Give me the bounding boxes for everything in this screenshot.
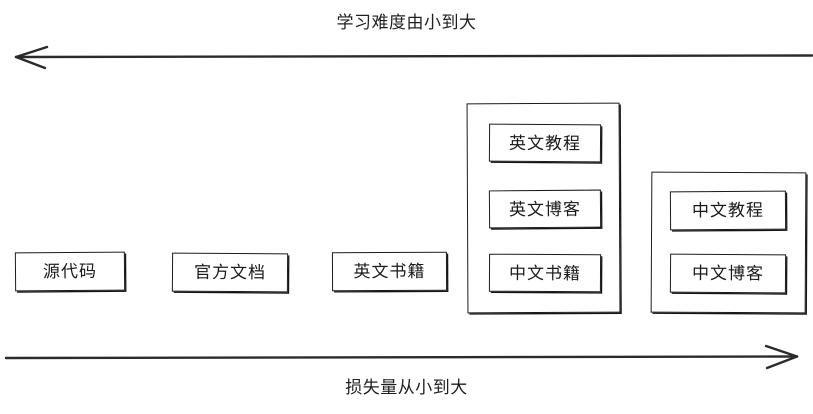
node-chinese-tutorial[interactable]: 中文教程 xyxy=(669,190,787,231)
node-label: 中文书籍 xyxy=(508,263,582,283)
node-label: 英文书籍 xyxy=(353,261,426,282)
node-source-code[interactable]: 源代码 xyxy=(14,251,126,292)
node-label: 中文博客 xyxy=(691,263,765,284)
node-label: 英文博客 xyxy=(508,199,582,219)
node-label: 官方文档 xyxy=(193,262,267,283)
node-label: 英文教程 xyxy=(508,133,582,153)
difficulty-axis-label: 学习难度由小到大 xyxy=(336,13,477,32)
node-english-tutorial[interactable]: 英文教程 xyxy=(488,123,602,163)
node-label: 中文教程 xyxy=(691,200,765,221)
node-official-docs[interactable]: 官方文档 xyxy=(171,252,289,293)
node-english-blog[interactable]: 英文博客 xyxy=(488,189,602,229)
information-loss-axis-label: 损失量从小到大 xyxy=(345,378,468,397)
node-chinese-books[interactable]: 中文书籍 xyxy=(488,253,602,293)
node-chinese-blog[interactable]: 中文博客 xyxy=(669,253,787,294)
node-label: 源代码 xyxy=(42,261,98,282)
node-english-books[interactable]: 英文书籍 xyxy=(331,251,448,292)
difficulty-axis-arrow xyxy=(14,45,813,70)
information-loss-axis-arrow xyxy=(4,344,799,370)
